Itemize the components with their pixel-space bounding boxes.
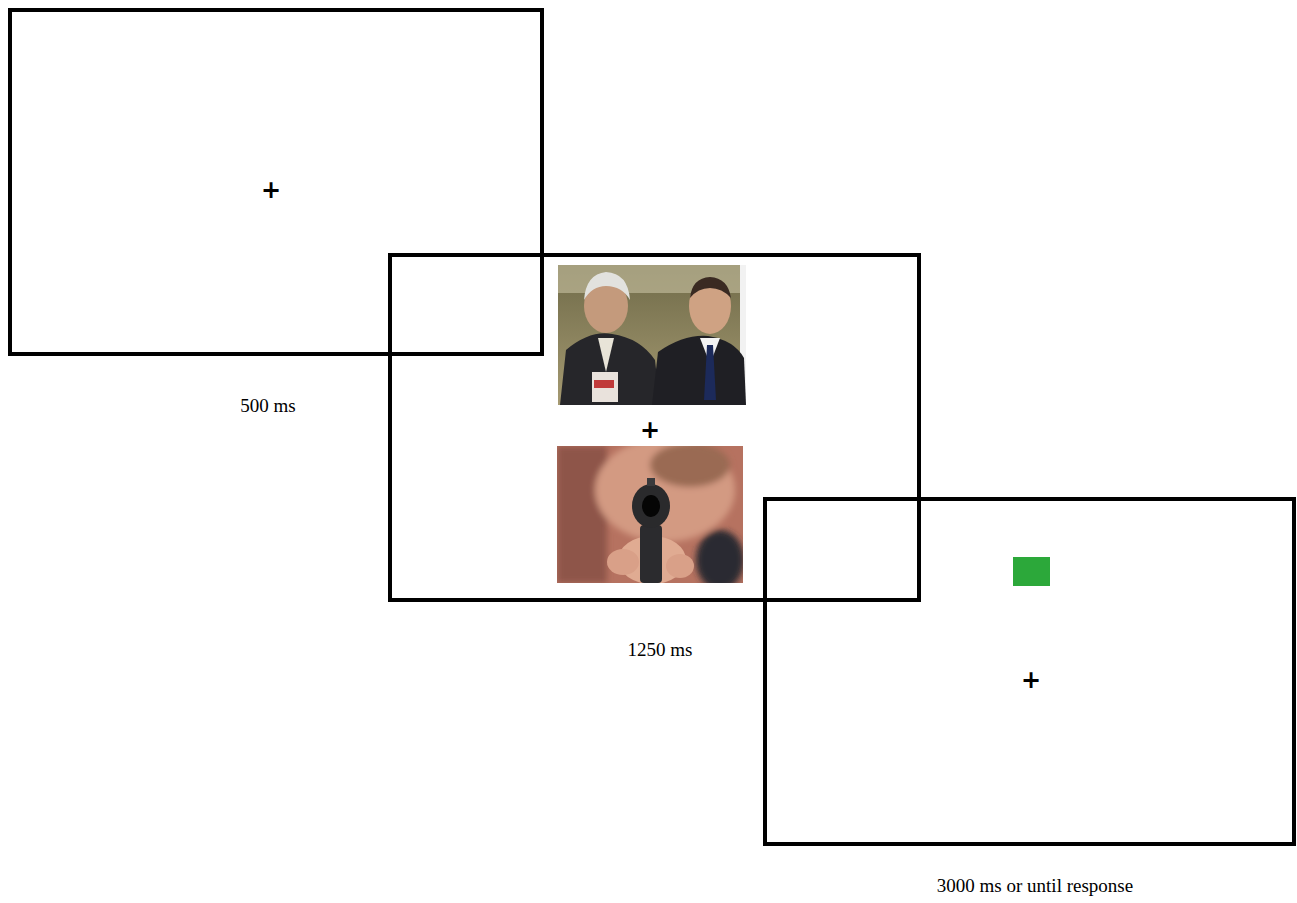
neutral-photo — [558, 265, 746, 405]
trial-screen: +3000 ms or until response — [763, 497, 1296, 846]
threat-photo — [557, 446, 743, 583]
fixation-cross: + — [640, 418, 660, 442]
colour-cue — [1013, 557, 1050, 586]
duration-label: 1250 ms — [628, 639, 693, 662]
duration-label: 500 ms — [240, 395, 295, 418]
trial-screen: +1250 ms — [388, 253, 921, 602]
duration-label: 3000 ms or until response — [937, 875, 1133, 898]
fixation-cross: + — [1021, 668, 1041, 692]
trial-screen: +500 ms — [8, 8, 544, 356]
fixation-cross: + — [261, 178, 281, 202]
